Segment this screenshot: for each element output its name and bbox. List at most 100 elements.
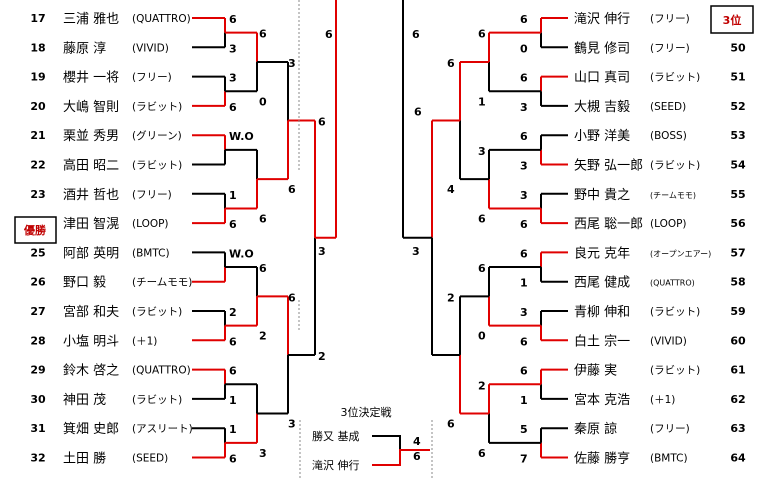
score: 1 <box>520 277 528 290</box>
player-number: 19 <box>30 71 45 84</box>
score: 0 <box>520 42 528 55</box>
score: 3 <box>520 189 528 202</box>
player-number: 20 <box>30 100 46 113</box>
score: 3 <box>520 101 528 114</box>
player-name: 青柳 伸和 <box>574 305 630 320</box>
score: 6 <box>520 13 528 26</box>
score: 0 <box>478 330 486 343</box>
score: 2 <box>259 330 267 343</box>
player-number: 23 <box>30 188 45 201</box>
score: 6 <box>229 13 237 26</box>
third-place-match: 3位決定戦 勝又 基成 滝沢 伸行 4 6 <box>312 405 430 472</box>
player-number: 53 <box>730 129 745 142</box>
score: 6 <box>520 72 528 85</box>
player-name: 高田 昭二 <box>63 158 119 174</box>
player-number: 25 <box>30 246 45 259</box>
player-team: (フリー) <box>650 42 690 54</box>
score: 6 <box>478 212 486 225</box>
player-number: 31 <box>30 422 45 435</box>
player-name: 矢野 弘一郎 <box>574 159 643 174</box>
player-number: 27 <box>30 305 45 318</box>
player-number: 32 <box>30 452 45 465</box>
score: 3 <box>478 145 486 158</box>
player-number: 50 <box>730 41 746 54</box>
player-number: 63 <box>730 422 745 435</box>
score: 7 <box>520 453 528 466</box>
player-name: 滝沢 伸行 <box>574 12 630 27</box>
score: 6 <box>520 365 528 378</box>
player-team: (ラビット) <box>132 394 182 406</box>
score: 6 <box>259 212 267 225</box>
player-number: 29 <box>30 364 45 377</box>
score: 3 <box>229 72 237 85</box>
player-team: (LOOP) <box>650 218 687 230</box>
score: 6 <box>259 28 267 41</box>
player-name: 阿部 英明 <box>63 246 119 261</box>
player-name: 山口 真司 <box>574 71 630 86</box>
third-place-score-1: 4 <box>413 435 421 448</box>
score: 6 <box>520 335 528 348</box>
score: 2 <box>478 379 486 392</box>
player-name: 小塩 明斗 <box>63 334 119 349</box>
score: 3 <box>288 418 296 431</box>
score: 5 <box>520 423 528 436</box>
player-name: 藤原 淳 <box>63 40 106 56</box>
player-team: (ラビット) <box>650 72 700 84</box>
player-team: (ラビット) <box>132 101 182 113</box>
score: 0 <box>259 95 267 108</box>
player-team: (アスリート) <box>132 423 193 435</box>
player-name: 白土 宗一 <box>574 333 630 349</box>
bracket-lines <box>192 0 568 480</box>
third-place-badge: 3位 <box>710 5 754 34</box>
player-number: 57 <box>730 246 745 259</box>
score: 6 <box>288 291 296 304</box>
player-team: (SEED) <box>132 453 168 465</box>
player-number: 62 <box>730 393 745 406</box>
player-name: 栗並 秀男 <box>63 129 119 144</box>
score: 6 <box>229 335 237 348</box>
player-team: (フリー) <box>132 189 172 201</box>
score: 6 <box>478 28 486 41</box>
player-name: 秦原 諒 <box>574 422 617 437</box>
player-number: 26 <box>30 276 46 289</box>
player-team: (VIVID) <box>132 42 169 54</box>
player-team: (LOOP) <box>132 218 169 230</box>
score: 6 <box>414 106 422 119</box>
player-team: (＋1) <box>650 394 675 406</box>
player-team: (チームモモ) <box>650 191 696 200</box>
player-name: 西尾 健成 <box>574 276 630 291</box>
player-team: (BMTC) <box>132 247 170 259</box>
player-team: (BMTC) <box>650 453 688 465</box>
score: 3 <box>412 245 420 258</box>
player-number: 18 <box>30 41 45 54</box>
score: 1 <box>520 394 528 407</box>
player-team: (VIVID) <box>650 335 687 347</box>
player-number: 17 <box>30 12 45 25</box>
player-name: 箕畑 史郎 <box>63 421 119 437</box>
score: 2 <box>318 350 326 363</box>
score: W.O <box>229 247 254 260</box>
player-name: 大槻 吉毅 <box>574 99 630 115</box>
player-number: 54 <box>730 159 746 172</box>
player-name: 鈴木 啓之 <box>63 364 119 379</box>
player-name: 宮部 和夫 <box>63 304 119 320</box>
player-team: (ラビット) <box>132 160 182 172</box>
score: 6 <box>259 262 267 275</box>
score: 6 <box>325 28 333 41</box>
player-name: 鶴見 修司 <box>574 40 630 56</box>
third-place-title: 3位決定戦 <box>341 405 392 419</box>
third-place-player-2: 滝沢 伸行 <box>312 458 360 472</box>
third-place-player-1: 勝又 基成 <box>312 429 360 443</box>
player-team: (ラビット) <box>650 160 700 172</box>
player-team: (フリー) <box>650 423 690 435</box>
player-team: (チームモモ) <box>132 277 192 289</box>
player-team: (QUATTRO) <box>132 365 191 377</box>
score: 3 <box>520 306 528 319</box>
score: 6 <box>478 447 486 460</box>
player-number: 28 <box>30 334 45 347</box>
player-name: 土田 勝 <box>63 452 106 467</box>
player-team: (ラビット) <box>132 306 182 318</box>
player-name: 伊藤 実 <box>574 363 617 379</box>
